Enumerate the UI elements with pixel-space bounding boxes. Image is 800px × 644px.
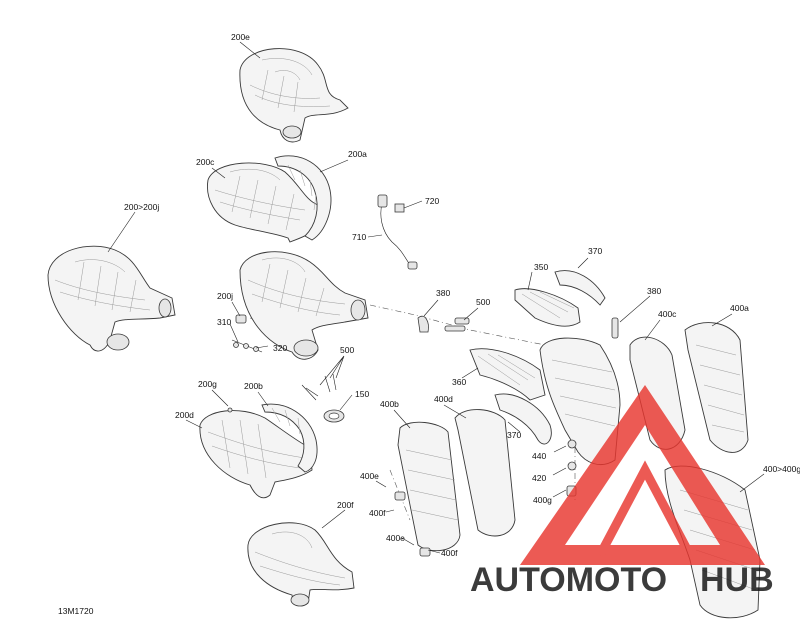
part-400b[interactable]	[394, 421, 461, 557]
part-200g-bolt[interactable]	[227, 407, 233, 413]
callout-200f: 200f	[337, 500, 354, 510]
part-400a[interactable]	[684, 322, 749, 453]
callout-500-a: 500	[476, 297, 490, 307]
callout-200c: 200c	[196, 157, 215, 167]
callout-310: 310	[217, 317, 231, 327]
callout-440: 440	[532, 451, 546, 461]
callout-360: 360	[452, 377, 466, 387]
callout-420: 420	[532, 473, 546, 483]
callout-370-a: 370	[588, 246, 602, 256]
callout-400a: 400a	[730, 303, 749, 313]
part-200e[interactable]	[239, 48, 349, 143]
part-200f[interactable]	[247, 522, 355, 607]
watermark-logo: AUTOMOTO HUB	[470, 385, 774, 599]
part-200j[interactable]	[239, 251, 369, 360]
callout-500-b: 500	[340, 345, 354, 355]
callout-370-b: 370	[507, 430, 521, 440]
callout-400d: 400d	[434, 394, 453, 404]
callout-400g: 400g	[533, 495, 552, 505]
callout-150: 150	[355, 389, 369, 399]
callout-200-assembly: 200>200j	[124, 202, 159, 212]
callout-380-a: 380	[436, 288, 450, 298]
part-springs-clamps[interactable]	[301, 315, 470, 423]
part-400c[interactable]	[629, 336, 686, 450]
callout-200a: 200a	[348, 149, 367, 159]
leader-lines	[107, 41, 765, 554]
part-200b[interactable]	[261, 403, 318, 473]
part-200a[interactable]	[274, 155, 332, 241]
part-200-assembly[interactable]	[47, 245, 176, 352]
part-710-sensor[interactable]	[377, 194, 418, 270]
part-350[interactable]	[514, 288, 581, 327]
callout-400f-a: 400f	[369, 508, 386, 518]
callout-400c: 400c	[658, 309, 677, 319]
part-380-strap[interactable]	[611, 317, 619, 339]
callout-350: 350	[534, 262, 548, 272]
callout-400-assembly: 400>400g	[763, 464, 800, 474]
callout-400e-b: 400e	[386, 533, 405, 543]
callout-400e-a: 400e	[360, 471, 379, 481]
part-360[interactable]	[469, 348, 546, 401]
watermark-brand-part1: AUTOMOTO	[470, 561, 667, 599]
part-200d[interactable]	[199, 410, 313, 499]
watermark-brand-part2: HUB	[700, 561, 774, 599]
callout-380-b: 380	[647, 286, 661, 296]
callout-200j: 200j	[217, 291, 233, 301]
callout-710: 710	[352, 232, 366, 242]
callout-200e: 200e	[231, 32, 250, 42]
callout-200b: 200b	[244, 381, 263, 391]
callout-720: 720	[425, 196, 439, 206]
callout-200g: 200g	[198, 379, 217, 389]
callout-320: 320	[273, 343, 287, 353]
callout-400f-b: 400f	[441, 548, 458, 558]
part-370-top[interactable]	[554, 270, 606, 306]
part-370-bottom[interactable]	[494, 393, 552, 445]
part-400d[interactable]	[454, 409, 516, 537]
watermark-triangle	[520, 385, 765, 565]
callout-labels: 200e 200c 200a 200>200j 720 710 200j 310…	[58, 32, 800, 616]
callout-400b: 400b	[380, 399, 399, 409]
diagram-code: 13M1720	[58, 606, 94, 616]
callout-200d: 200d	[175, 410, 194, 420]
